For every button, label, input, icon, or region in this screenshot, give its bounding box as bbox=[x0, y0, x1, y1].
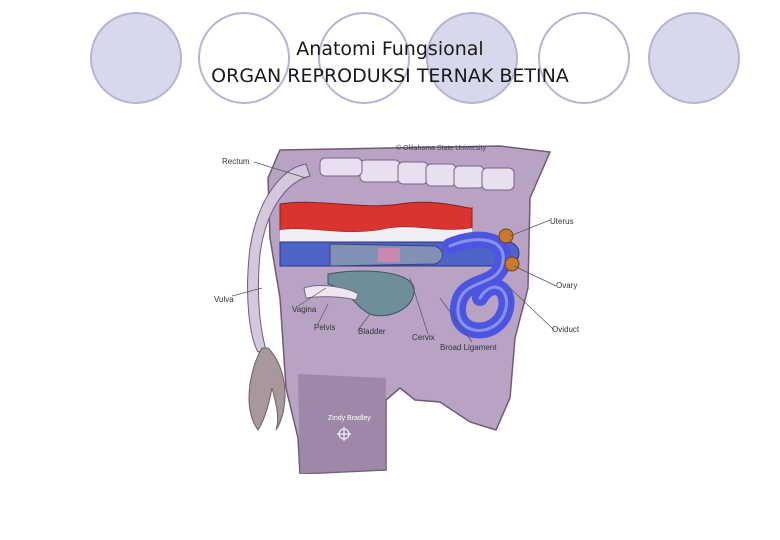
pelvis bbox=[303, 285, 359, 301]
deco-circle bbox=[198, 12, 290, 104]
deco-circle bbox=[648, 12, 740, 104]
spine bbox=[319, 157, 515, 191]
tail-switch bbox=[248, 347, 286, 431]
label-vagina: Vagina bbox=[292, 305, 317, 314]
title-line-2: ORGAN REPRODUKSI TERNAK BETINA bbox=[211, 65, 569, 87]
cervical-rings bbox=[378, 248, 400, 262]
rectum bbox=[279, 201, 473, 233]
label-oviduct: Oviduct bbox=[552, 325, 580, 334]
label-broad-ligament: Broad Ligament bbox=[440, 343, 497, 352]
label-cervix: Cervix bbox=[412, 333, 435, 342]
label-uterus: Uterus bbox=[550, 217, 574, 226]
slide-title: Anatomi Fungsional ORGAN REPRODUKSI TERN… bbox=[0, 36, 780, 90]
label-vulva: Vulva bbox=[214, 295, 234, 304]
label-ovary: Ovary bbox=[556, 281, 577, 290]
reproductive-anatomy-diagram: © Oklahoma State University Rectum Vulva… bbox=[210, 138, 590, 475]
deco-circle bbox=[426, 12, 518, 104]
copyright-label: © Oklahoma State University bbox=[396, 144, 486, 152]
uterus bbox=[442, 231, 515, 339]
signature-mark-icon bbox=[337, 427, 351, 441]
lower-body-region bbox=[298, 374, 386, 474]
ovary-lower bbox=[504, 256, 520, 272]
header-decoration bbox=[90, 12, 740, 104]
artist-signature: Zindy Bradley bbox=[328, 415, 371, 422]
anatomy-svg: © Oklahoma State University Rectum Vulva… bbox=[214, 144, 580, 475]
leader-lines bbox=[231, 161, 557, 343]
label-pelvis: Pelvis bbox=[314, 323, 335, 332]
peritoneal-layer bbox=[280, 227, 472, 242]
label-bladder: Bladder bbox=[358, 327, 386, 336]
label-rectum: Rectum bbox=[222, 157, 250, 166]
deco-circle bbox=[318, 12, 410, 104]
title-line-1: Anatomi Fungsional bbox=[296, 38, 484, 60]
ovary-upper bbox=[498, 228, 514, 244]
deco-circle bbox=[90, 12, 182, 104]
deco-circle bbox=[538, 12, 630, 104]
